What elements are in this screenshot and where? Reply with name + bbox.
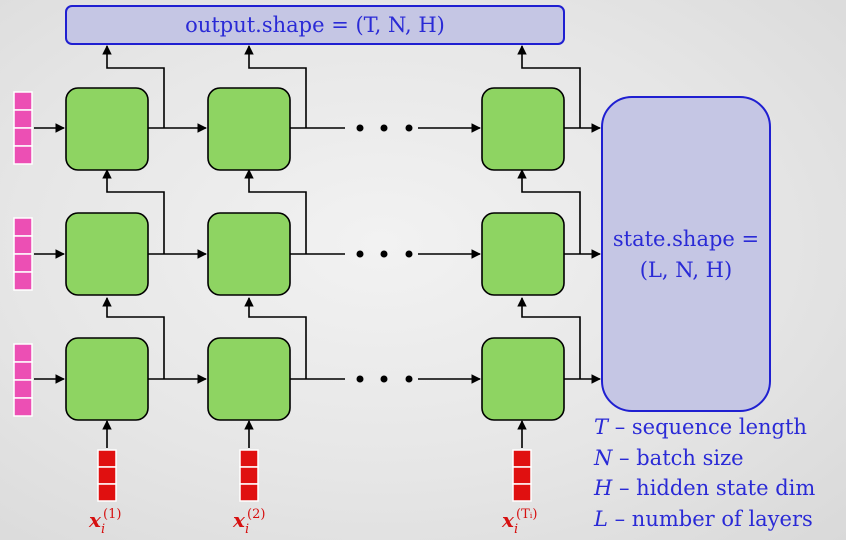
initial-state-vectors xyxy=(13,91,33,417)
legend-symbol: T xyxy=(594,415,609,439)
connections xyxy=(34,45,601,448)
legend-symbol: N xyxy=(594,445,613,470)
input-vector-t1 xyxy=(97,449,117,502)
rnn-cell-layer3-t1 xyxy=(65,87,149,171)
state-shape-label-line1: state.shape = xyxy=(613,227,759,251)
svg-text:(2): (2) xyxy=(247,507,265,522)
legend-item-hidden-state-dim: H – hidden state dim xyxy=(594,473,844,504)
legend-text: – batch size xyxy=(612,445,744,470)
state-shape-box xyxy=(601,96,771,412)
output-shape-label: output.shape = (T, N, H) xyxy=(185,13,445,37)
legend-symbol: H xyxy=(594,476,613,500)
input-vector-tT xyxy=(512,449,532,502)
initial-state-layer2 xyxy=(13,217,33,291)
svg-text:x: x xyxy=(88,508,102,532)
rnn-cell-layer1-t1 xyxy=(65,337,149,421)
svg-text:(1): (1) xyxy=(103,507,121,522)
svg-text:x: x xyxy=(501,508,515,532)
input-label-t2: x i (2) xyxy=(232,507,265,537)
svg-text:x: x xyxy=(232,508,246,532)
ellipsis-dots xyxy=(356,124,413,383)
input-vectors xyxy=(97,449,532,502)
svg-text:(Tᵢ): (Tᵢ) xyxy=(516,507,537,522)
legend-text: – hidden state dim xyxy=(612,476,816,500)
input-label-tT: x i (Tᵢ) xyxy=(501,507,537,537)
input-vector-t2 xyxy=(239,449,259,502)
legend-item-number-of-layers: L – number of layers xyxy=(594,504,844,535)
output-shape-box xyxy=(65,5,565,45)
rnn-cell-layer3-tT xyxy=(481,87,565,171)
legend-symbol: L xyxy=(594,506,608,531)
rnn-cell-layer1-tT xyxy=(481,337,565,421)
rnn-cell-layer2-t1 xyxy=(65,212,149,296)
rnn-cell-layer3-t2 xyxy=(207,87,291,171)
initial-state-layer1 xyxy=(13,343,33,417)
rnn-cell-layer1-t2 xyxy=(207,337,291,421)
svg-text:i: i xyxy=(245,522,249,537)
legend-text: – sequence length xyxy=(608,415,807,439)
rnn-cell-layer2-t2 xyxy=(207,212,291,296)
input-label-t1: x i (1) xyxy=(88,507,121,537)
rnn-cells xyxy=(65,87,565,421)
svg-text:i: i xyxy=(514,522,518,537)
state-shape-label-line2: (L, N, H) xyxy=(640,258,732,282)
legend-item-batch-size: N – batch size xyxy=(594,443,844,474)
input-labels: x i (1) x i (2) x i (Tᵢ) xyxy=(88,507,537,537)
legend: T – sequence length N – batch size H – h… xyxy=(594,412,844,534)
legend-text: – number of layers xyxy=(607,506,813,531)
rnn-cell-layer2-tT xyxy=(481,212,565,296)
initial-state-layer3 xyxy=(13,91,33,165)
svg-text:i: i xyxy=(101,522,105,537)
legend-item-sequence-length: T – sequence length xyxy=(594,412,844,443)
